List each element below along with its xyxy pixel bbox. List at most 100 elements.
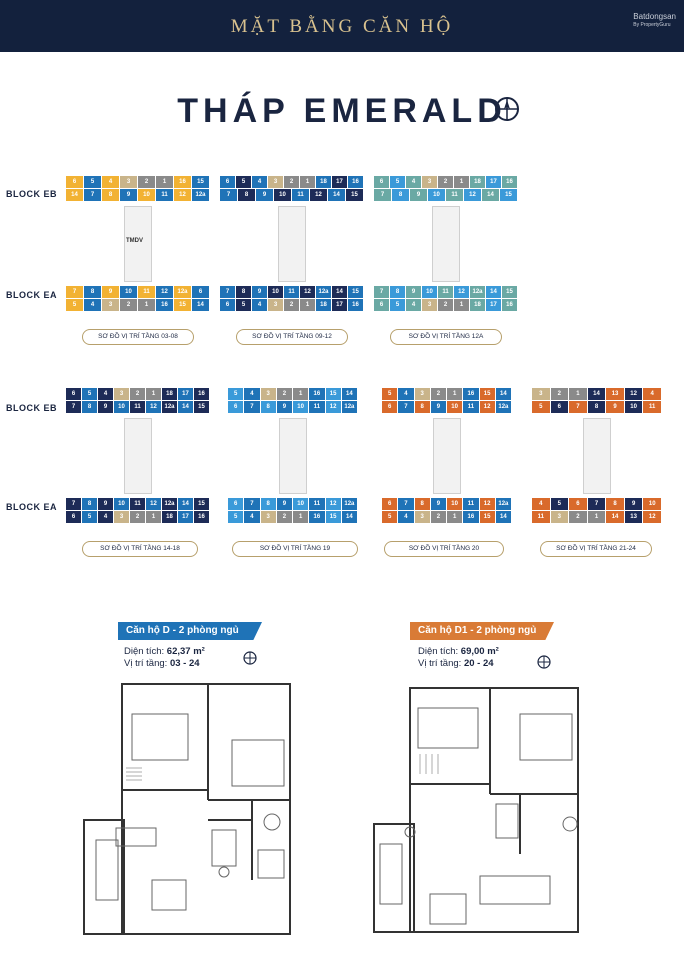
block-eb-unit-18: 18 [316,176,331,188]
block-eb-unit-18: 18 [162,388,177,400]
block-ea-unit-11: 11 [284,286,299,298]
block-ea-unit-3: 3 [550,511,569,523]
block-ea-unit-5: 5 [382,511,398,523]
apartment-d1-area-value: 69,00 m² [460,646,499,657]
block-ea-unit-5: 5 [236,299,251,311]
block-ea-unit-8: 8 [236,286,251,298]
block-eb-unit-15: 15 [194,401,209,413]
block-ea-unit-10: 10 [120,286,137,298]
apartment-d1-floor-label: Vị trí tầng: [418,658,462,669]
block-eb-label-2: BLOCK EB [6,403,57,413]
block-ea-unit-4: 4 [244,511,260,523]
block-eb-unit-4: 4 [102,176,119,188]
block-ea-unit-10: 10 [293,498,309,510]
block-eb-unit-15: 15 [346,189,363,201]
block-eb-unit-4: 4 [398,388,414,400]
block-ea-unit-14: 14 [606,511,624,523]
block-eb-unit-2: 2 [550,388,569,400]
block-eb-unit-9: 9 [276,401,292,413]
caption-floor-03-08: SƠ ĐỒ VỊ TRÍ TẦNG 03-08 [82,329,194,345]
block-ea-unit-9: 9 [102,286,119,298]
block-ea-unit-12: 12 [479,498,495,510]
caption-floor-09-12: SƠ ĐỒ VỊ TRÍ TẦNG 09-12 [236,329,348,345]
block-eb-unit-12: 12 [325,401,341,413]
block-ea-unit-17: 17 [332,299,347,311]
block-eb-unit-11: 11 [292,189,309,201]
block-eb-unit-2: 2 [276,388,292,400]
block-eb-unit-14: 14 [178,401,193,413]
block-ea-unit-2: 2 [130,511,145,523]
block-eb-unit-11: 11 [463,401,479,413]
block-ea-unit-6: 6 [374,299,389,311]
block-ea-unit-3: 3 [414,511,430,523]
block-ea-unit-8: 8 [390,286,405,298]
block-eb-unit-10: 10 [428,189,445,201]
block-ea-unit-12a: 12a [174,286,191,298]
block-eb-unit-6: 6 [220,176,235,188]
block-eb-unit-12: 12 [174,189,191,201]
block-ea-unit-10: 10 [114,498,129,510]
block-ea-unit-12: 12 [146,498,161,510]
watermark-brand: Batdongsan [633,12,676,21]
block-ea-unit-1: 1 [138,299,155,311]
block-ea-unit-14: 14 [178,498,193,510]
apartment-d1-area-label: Diện tích: [418,646,459,657]
block-ea-unit-9: 9 [430,498,446,510]
page-title: MẶT BẰNG CĂN HỘ [230,16,454,37]
block-ea-unit-8: 8 [84,286,101,298]
block-eb-unit-4: 4 [252,176,267,188]
block-ea-unit-6: 6 [569,498,587,510]
block-ea-unit-7: 7 [244,498,260,510]
block-eb-unit-11: 11 [643,401,661,413]
compass-icon-d1 [537,655,551,669]
block-eb-unit-4: 4 [406,176,421,188]
block-eb-unit-12a: 12a [341,401,357,413]
block-eb-unit-2: 2 [438,176,453,188]
block-ea-unit-8: 8 [82,498,97,510]
block-ea-unit-11: 11 [438,286,453,298]
block-ea-unit-5: 5 [82,511,97,523]
block-ea-unit-9: 9 [98,498,113,510]
block-eb-unit-14: 14 [66,189,83,201]
block-ea-unit-14: 14 [495,511,511,523]
block-eb-unit-15: 15 [192,176,209,188]
block-ea-unit-10: 10 [422,286,437,298]
block-eb-unit-16: 16 [194,388,209,400]
block-eb-unit-9: 9 [120,189,137,201]
block-ea-unit-7: 7 [398,498,414,510]
block-ea-unit-11: 11 [130,498,145,510]
apartment-d-area-label: Diện tích: [124,646,165,657]
block-ea-unit-16: 16 [309,511,325,523]
compass-icon [495,97,519,121]
block-eb-unit-10: 10 [114,401,129,413]
block-eb-unit-14: 14 [328,189,345,201]
block-eb-unit-16: 16 [348,176,363,188]
floorplan-d-drawing [83,683,291,935]
block-eb-unit-7: 7 [374,189,391,201]
block-eb-unit-17: 17 [332,176,347,188]
block-eb-unit-4: 4 [244,388,260,400]
block-eb-unit-1: 1 [454,176,469,188]
block-eb-unit-11: 11 [309,401,325,413]
block-ea-unit-12: 12 [454,286,469,298]
block-ea-unit-1: 1 [447,511,463,523]
block-ea-unit-8: 8 [606,498,624,510]
block-eb-label-1: BLOCK EB [6,189,57,199]
block-ea-unit-2: 2 [120,299,137,311]
block-ea-unit-10: 10 [447,498,463,510]
block-eb-unit-16: 16 [502,176,517,188]
block-ea-unit-1: 1 [146,511,161,523]
block-eb-unit-17: 17 [486,176,501,188]
block-eb-unit-11: 11 [130,401,145,413]
block-eb-unit-15: 15 [500,189,517,201]
block-ea-unit-2: 2 [276,511,292,523]
tmdv-label: TMDV [126,238,143,244]
block-eb-unit-3: 3 [260,388,276,400]
block-ea-unit-6: 6 [382,498,398,510]
block-eb-unit-9: 9 [410,189,427,201]
block-ea-unit-3: 3 [102,299,119,311]
apartment-d-info: Diện tích: 62,37 m² Vị trí tầng: 03 - 24 [124,646,205,670]
